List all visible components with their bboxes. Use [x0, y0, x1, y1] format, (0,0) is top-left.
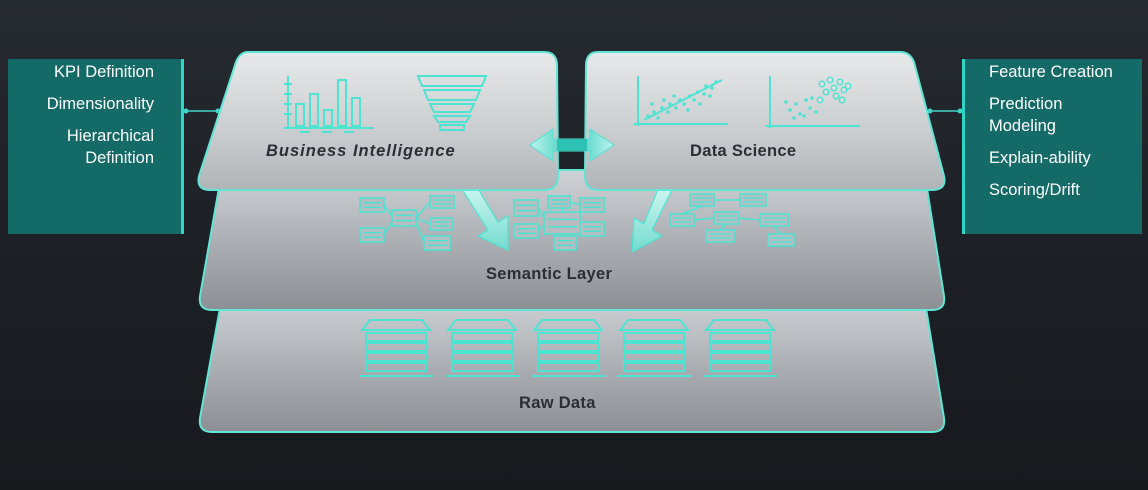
ds-capabilities-panel: Feature Creation Prediction Modeling Exp… [962, 59, 1142, 234]
entity-diagram-icon [359, 195, 455, 251]
business-intelligence-platform [197, 51, 560, 191]
panel-item-explain-ability: Explain-ability [989, 149, 1091, 167]
panel-item-prediction-modeling: Prediction Modeling [989, 95, 1063, 135]
database-icon [531, 319, 606, 377]
database-icons [359, 319, 778, 377]
database-icon [703, 319, 778, 377]
raw-data-label: Raw Data [519, 394, 596, 412]
entity-diagram-icons [359, 193, 795, 251]
business-intelligence-label: Business Intelligence [266, 142, 456, 160]
scatter-trend-icon [634, 76, 728, 126]
panel-item-kpi-definition: KPI Definition [54, 63, 154, 81]
bi-capabilities-panel: KPI Definition Dimensionality Hierarchic… [8, 59, 184, 234]
panel-item-dimensionality: Dimensionality [46, 95, 154, 113]
panel-item-scoring-drift: Scoring/Drift [989, 181, 1080, 199]
semantic-layer-label: Semantic Layer [486, 265, 613, 283]
data-science-platform [583, 51, 946, 191]
entity-diagram-icon [513, 195, 605, 251]
database-icon [617, 319, 692, 377]
scatter-cluster-icon [766, 76, 860, 128]
panel-connectors [183, 108, 963, 114]
bar-chart-icon [284, 76, 374, 133]
panel-item-hierarchical-definition: Hierarchical Definition [66, 127, 154, 167]
database-icon [359, 319, 434, 377]
database-icon [445, 319, 520, 377]
funnel-icon [416, 75, 488, 131]
entity-diagram-icon [669, 193, 795, 247]
panel-item-feature-creation: Feature Creation [989, 63, 1113, 81]
bi-ds-double-arrow [529, 128, 615, 162]
data-science-label: Data Science [690, 142, 797, 160]
